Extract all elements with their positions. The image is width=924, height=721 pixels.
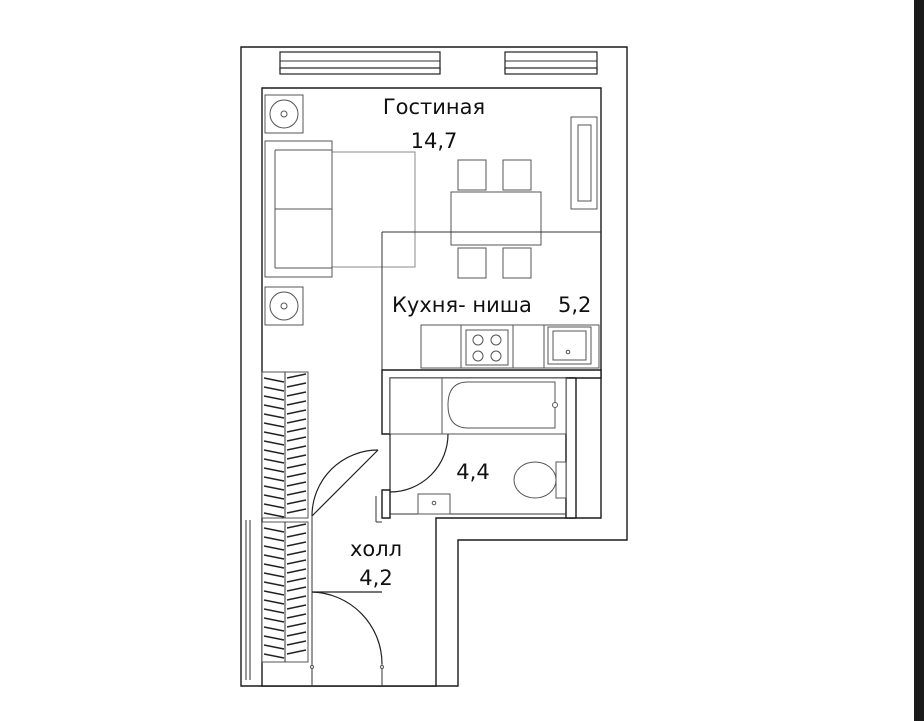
wardrobe-hatch: [263, 440, 285, 446]
wardrobe-hatch: [263, 617, 285, 623]
wardrobe-hatch: [263, 563, 285, 569]
wardrobe: [261, 371, 309, 663]
wardrobe-hatch: [263, 581, 285, 587]
wardrobe-hatch: [286, 508, 307, 514]
entrance-door: [310, 591, 384, 686]
wardrobe-hatch: [286, 445, 307, 451]
wardrobe-hatch: [263, 476, 285, 482]
wardrobe-hatch: [263, 404, 285, 410]
bathtub: [389, 377, 567, 435]
wardrobe-hatch: [263, 386, 285, 392]
wardrobe-hatch: [263, 545, 285, 551]
window-left-hall: [245, 520, 251, 680]
wardrobe-hatch: [263, 554, 285, 560]
wardrobe-hatch: [286, 550, 307, 556]
wardrobe-hatch: [286, 649, 307, 655]
wardrobe-hatch: [263, 494, 285, 500]
wardrobe-hatch: [263, 527, 285, 533]
wardrobe-hatch: [263, 644, 285, 650]
wardrobe-hatch: [286, 463, 307, 469]
kitchen-sink: [547, 326, 592, 365]
wardrobe-hatch: [263, 653, 285, 659]
hall-area: 4,2: [359, 566, 392, 590]
wardrobe-hatch: [263, 431, 285, 437]
wardrobe-hatch: [263, 590, 285, 596]
wardrobe-hatch: [286, 568, 307, 574]
wardrobe-hatch: [263, 608, 285, 614]
wardrobe-hatch: [286, 541, 307, 547]
dining-table: [450, 191, 542, 246]
wardrobe-hatch: [286, 481, 307, 487]
bathroom-sink: [417, 493, 451, 515]
wardrobe-hatch: [286, 373, 307, 379]
wardrobe-hatch: [286, 640, 307, 646]
wardrobe-hatch: [286, 577, 307, 583]
hall-walls: [311, 496, 382, 686]
vent-unit-middle: [264, 286, 304, 326]
wardrobe-hatch: [263, 485, 285, 491]
sofa: [264, 140, 416, 278]
wardrobe-hatch: [263, 503, 285, 509]
wardrobe-hatch: [286, 586, 307, 592]
wardrobe-hatch: [286, 418, 307, 424]
wardrobe-hatch: [286, 559, 307, 565]
wardrobe-hatch: [286, 613, 307, 619]
wardrobe-hatch: [286, 391, 307, 397]
wardrobe-hatch: [263, 395, 285, 401]
wardrobe-hatch: [263, 572, 285, 578]
living-room-area: 14,7: [411, 129, 458, 153]
wardrobe-hatch: [286, 532, 307, 538]
bathroom-area: 4,4: [456, 460, 489, 484]
wardrobe-hatch: [286, 490, 307, 496]
wardrobe-hatch: [263, 626, 285, 632]
wardrobe-hatch: [263, 467, 285, 473]
living-door: [311, 449, 379, 517]
chairs: [457, 159, 532, 279]
wardrobe-hatch: [286, 436, 307, 442]
stove-hob: [465, 329, 509, 366]
wardrobe-hatch: [286, 631, 307, 637]
wardrobe-hatch: [263, 377, 285, 383]
hall-name: холл: [350, 537, 402, 561]
wardrobe-hatch: [263, 635, 285, 641]
kitchen-area: 5,2: [558, 293, 591, 317]
wardrobe-hatch: [286, 409, 307, 415]
wardrobe-hatch: [263, 458, 285, 464]
wardrobe-hatch: [263, 512, 285, 518]
tv-cabinet: [570, 116, 598, 210]
kitchen-name: Кухня- ниша: [392, 293, 532, 317]
wardrobe-hatch: [286, 427, 307, 433]
image-edge-bar: [914, 0, 924, 721]
wardrobe-hatch: [286, 382, 307, 388]
kitchen-niche-outline: [381, 231, 601, 370]
wardrobe-hatch: [286, 472, 307, 478]
wardrobe-hatch: [286, 595, 307, 601]
wardrobe-hatch: [286, 622, 307, 628]
wardrobe-hatch: [263, 422, 285, 428]
living-room-name: Гостиная: [383, 95, 485, 119]
window-top-right: [504, 51, 598, 75]
wardrobe-hatch: [263, 413, 285, 419]
wardrobe-hatch: [286, 499, 307, 505]
wardrobe-hatch: [263, 599, 285, 605]
window-top-left: [279, 51, 441, 75]
wardrobe-hatch: [286, 454, 307, 460]
bathroom-door: [389, 433, 449, 493]
vent-unit-top: [264, 94, 304, 134]
wardrobe-hatch: [286, 400, 307, 406]
wardrobe-hatch: [286, 523, 307, 529]
wardrobe-hatch: [286, 604, 307, 610]
wardrobe-hatch: [263, 536, 285, 542]
toilet: [513, 461, 567, 499]
wardrobe-hatch: [263, 449, 285, 455]
